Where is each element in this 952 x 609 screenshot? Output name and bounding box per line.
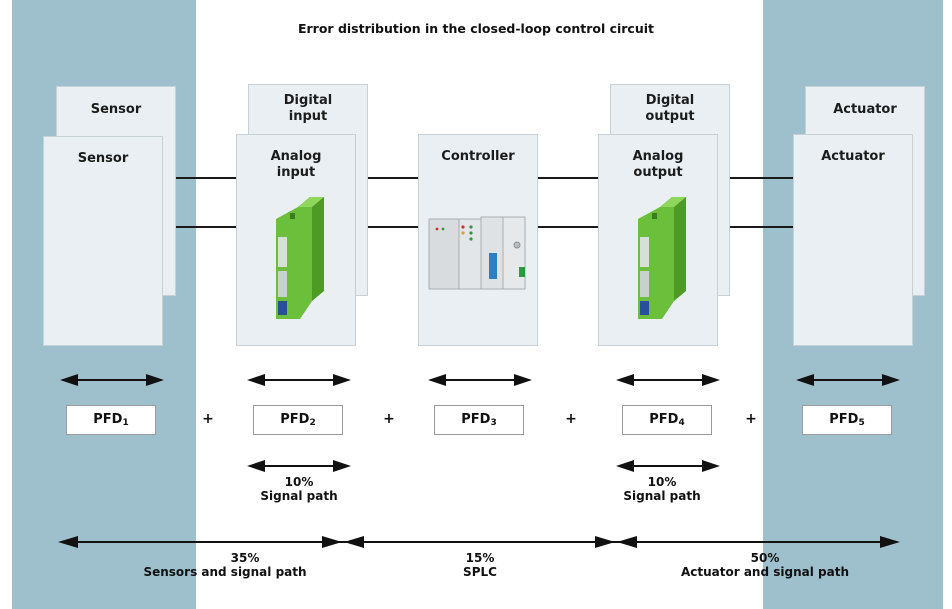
actuator-distribution-label: 50%Actuator and signal path <box>680 551 849 579</box>
plus-sign: + <box>202 411 214 427</box>
sensor-back-label: Sensor <box>90 102 142 117</box>
sensors-distribution-label: 35%Sensors and signal path <box>143 551 307 579</box>
controller-label: Controller <box>441 149 515 164</box>
digital-output-label: Digital output <box>645 93 695 124</box>
controller-box: Controller <box>418 134 538 346</box>
analog-output-box: Analog output <box>598 134 718 346</box>
sensor-front-label: Sensor <box>77 151 129 166</box>
signal-path-arrow <box>616 460 720 472</box>
analog-input-box: Analog input <box>236 134 356 346</box>
sensor-front-box: Sensor <box>43 136 163 346</box>
pfd-box-1: PFD1 <box>66 405 156 435</box>
component-span-arrow <box>796 374 900 386</box>
plus-sign: + <box>745 411 757 427</box>
pfd-box-5: PFD5 <box>802 405 892 435</box>
din-rail-module-icon <box>638 197 686 319</box>
plus-sign: + <box>565 411 577 427</box>
actuator-front-label: Actuator <box>821 149 885 164</box>
pfd-box-2: PFD2 <box>253 405 343 435</box>
digital-input-label: Digital input <box>283 93 333 124</box>
component-span-arrow <box>247 374 351 386</box>
component-span-arrow <box>616 374 720 386</box>
signal-path-input-label: 10%Signal path <box>260 475 338 503</box>
analog-output-label: Analog output <box>632 149 684 180</box>
component-span-arrow <box>60 374 164 386</box>
splc-distribution-label: 15%SPLC <box>463 551 497 579</box>
signal-path-output-label: 10%Signal path <box>623 475 701 503</box>
safety-plc-icon <box>428 216 526 290</box>
component-span-arrow <box>428 374 532 386</box>
pfd-box-3: PFD3 <box>434 405 524 435</box>
diagram-title: Error distribution in the closed-loop co… <box>297 21 655 36</box>
overall-distribution-arrow <box>58 536 900 548</box>
plus-sign: + <box>383 411 395 427</box>
analog-input-label: Analog input <box>270 149 322 180</box>
actuator-front-box: Actuator <box>793 134 913 346</box>
signal-path-arrow <box>247 460 351 472</box>
din-rail-module-icon <box>276 197 324 319</box>
pfd-box-4: PFD4 <box>622 405 712 435</box>
actuator-back-label: Actuator <box>833 102 897 117</box>
